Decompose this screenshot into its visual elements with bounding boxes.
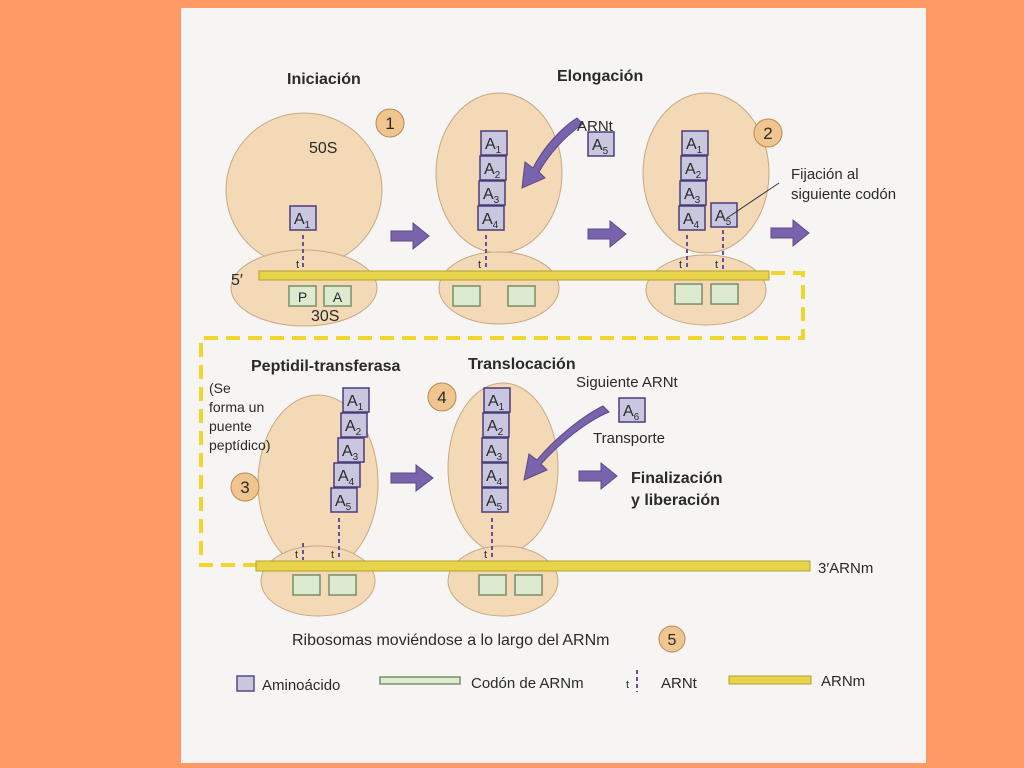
trna-mark: t	[295, 549, 298, 561]
trna-mark: t	[715, 259, 718, 271]
five-prime-label: 5′	[231, 272, 243, 289]
curved-arrow-icon	[523, 405, 610, 481]
amino-acid-box: A1	[289, 205, 317, 231]
subunit-large-label: 50S	[309, 140, 337, 157]
site-p-label: P	[298, 289, 307, 305]
legend-arnm: ARNm	[821, 673, 865, 690]
amino-acid-box: A4	[678, 205, 706, 231]
heading-elongacion: Elongación	[557, 68, 643, 85]
codons	[288, 283, 739, 596]
step-circles	[230, 108, 783, 653]
finalizacion-label: y liberación	[631, 492, 720, 509]
trna-mark: t	[478, 259, 481, 271]
amino-acid-box: A5	[481, 487, 509, 513]
amino-acid-box: A2	[340, 412, 368, 438]
siguiente-arnt-label: Siguiente ARNt	[576, 374, 679, 391]
legend-trna-mark: t	[626, 679, 629, 691]
ribosome-3	[642, 92, 770, 326]
se-forma-label: forma un	[209, 399, 264, 415]
amino-acid-box: A1	[681, 130, 709, 156]
finalizacion-label: Finalización	[631, 470, 723, 487]
se-forma-label: (Se	[209, 380, 231, 396]
amino-acid-box: A4	[481, 462, 509, 488]
arrows	[390, 117, 810, 493]
transporte-label: Transporte	[593, 430, 665, 447]
legend-codon: Codón de ARNm	[471, 675, 584, 692]
amino-acid-box: A6	[618, 397, 646, 423]
mrna-bar-bottom	[255, 560, 811, 572]
legend: Aminoácido Codón de ARNm t ARNt ARNm	[236, 670, 865, 694]
trna-mark: t	[331, 549, 334, 561]
heading-peptidil: Peptidil-transferasa	[251, 358, 400, 375]
heading-translocacion: Translocación	[468, 356, 576, 373]
trna-mark: t	[484, 549, 487, 561]
amino-acid-box: A3	[337, 437, 365, 463]
se-forma-label: peptídico)	[209, 437, 270, 453]
amino-acid-box: A3	[481, 437, 509, 463]
amino-acid-box: A1	[480, 130, 508, 156]
fijacion-label: Fijación al	[791, 166, 859, 183]
arrow-right-icon	[770, 218, 810, 248]
legend-aminoacido: Aminoácido	[262, 677, 340, 694]
amino-acid-box: A3	[679, 180, 707, 206]
step-number: 3	[240, 478, 249, 497]
dashed-connector	[199, 271, 805, 567]
amino-acid-box: A2	[680, 155, 708, 181]
amino-acid-box: A3	[478, 180, 506, 206]
step-number: 5	[668, 632, 677, 649]
trna-label: ARNt	[577, 118, 614, 135]
arrow-right-icon	[578, 461, 618, 491]
trna-lines	[302, 230, 724, 560]
mrna-bar-top	[258, 270, 770, 281]
trna-mark: t	[679, 259, 682, 271]
site-a-label: A	[333, 289, 343, 305]
step-number: 1	[385, 114, 394, 133]
step-number: 4	[437, 388, 446, 407]
arrow-right-icon	[390, 463, 434, 493]
amino-acid-box: A2	[482, 412, 510, 438]
amino-acid-box: A4	[333, 462, 361, 488]
amino-acid-box: A5	[330, 487, 358, 513]
amino-acid-box: A1	[342, 387, 370, 413]
legend-codon-swatch	[379, 676, 461, 685]
subunit-small-label: 30S	[311, 308, 339, 325]
amino-acid-box: A5	[710, 202, 738, 228]
amino-acid-box: A2	[479, 155, 507, 181]
fijacion-label: siguiente codón	[791, 186, 896, 203]
amino-acid-box: A1	[483, 387, 511, 413]
se-forma-label: puente	[209, 418, 252, 434]
step-number: 2	[763, 124, 772, 143]
arrow-right-icon	[587, 219, 627, 249]
arrow-right-icon	[390, 221, 430, 251]
heading-iniciacion: Iniciación	[287, 71, 361, 88]
legend-amino-swatch	[236, 675, 255, 692]
amino-acid-box: A5	[587, 131, 615, 157]
trna-mark: t	[296, 259, 299, 271]
pointer-line	[726, 182, 780, 219]
amino-acid-box: A4	[477, 205, 505, 231]
legend-arnt: ARNt	[661, 675, 698, 692]
three-prime-label: 3′ARNm	[818, 560, 873, 577]
curved-arrow-icon	[521, 117, 584, 189]
trna-marks: t t t t t t t	[295, 259, 718, 561]
ribosomas-caption: Ribosomas moviéndose a lo largo del ARNm	[292, 632, 609, 649]
legend-mrna-swatch	[728, 675, 812, 685]
